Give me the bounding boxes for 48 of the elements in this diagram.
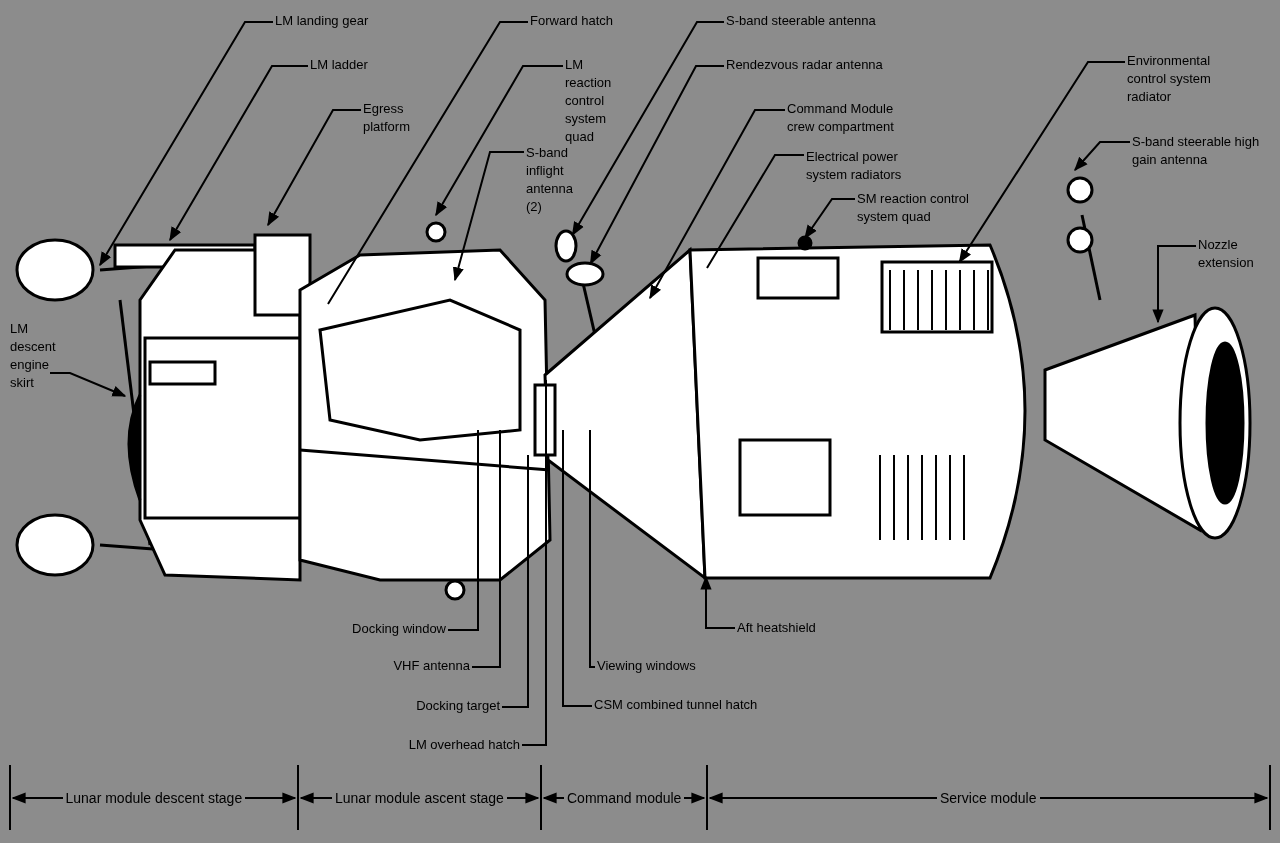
leader-line — [327, 21, 529, 305]
callout-label: Egress platform — [363, 100, 433, 136]
leader-line — [571, 21, 725, 236]
leader-line — [49, 372, 127, 397]
leader-line — [706, 154, 805, 269]
leader-line — [589, 65, 725, 265]
callout-label: Docking window — [300, 620, 446, 638]
callout-label: LM reaction control system quad — [565, 56, 627, 146]
callout-label: S-band inflight antenna (2) — [526, 144, 586, 216]
leader-line — [267, 109, 362, 227]
callout-label: Nozzle extension — [1198, 236, 1278, 272]
leader-line — [562, 429, 593, 707]
callout-label: Environmental control system radiator — [1127, 52, 1237, 106]
leader-line — [435, 65, 564, 217]
leader-line — [804, 198, 856, 240]
leader-line — [471, 429, 501, 668]
leader-line — [589, 429, 596, 668]
callout-label: LM descent engine skirt — [10, 320, 72, 392]
leader-line — [649, 109, 786, 300]
section-label: Lunar module descent stage — [62, 789, 246, 807]
callout-label: Command Module crew compartment — [787, 100, 922, 136]
callout-label: Docking target — [350, 697, 500, 715]
callout-label: SM reaction control system quad — [857, 190, 982, 226]
radiator-panel — [880, 260, 994, 334]
leader-line — [1074, 141, 1131, 172]
leader-line — [501, 454, 529, 708]
leader-line — [452, 151, 525, 282]
callout-label: S-band steerable antenna — [726, 12, 926, 30]
callout-label: Electrical power system radiators — [806, 148, 918, 184]
callout-label: CSM combined tunnel hatch — [594, 696, 814, 714]
leader-line — [700, 575, 736, 629]
callout-label: VHF antenna — [330, 657, 470, 675]
antenna-dish-drawing — [565, 261, 605, 287]
leader-line — [447, 429, 479, 631]
callout-label: LM overhead hatch — [330, 736, 520, 754]
antenna-dish-drawing — [554, 229, 578, 263]
callout-label: LM landing gear — [275, 12, 415, 30]
callout-label: Aft heatshield — [737, 619, 857, 637]
leader-line — [169, 65, 309, 242]
leader-line — [1152, 245, 1197, 324]
callout-label: Rendezvous radar antenna — [726, 56, 926, 74]
leader-line — [958, 61, 1126, 264]
section-label: Lunar module ascent stage — [332, 789, 507, 807]
callout-label: S-band steerable high gain antenna — [1132, 133, 1267, 169]
callout-label: LM ladder — [310, 56, 400, 74]
callout-label: Viewing windows — [597, 657, 747, 675]
callout-label: Forward hatch — [530, 12, 650, 30]
leader-line — [99, 21, 274, 267]
